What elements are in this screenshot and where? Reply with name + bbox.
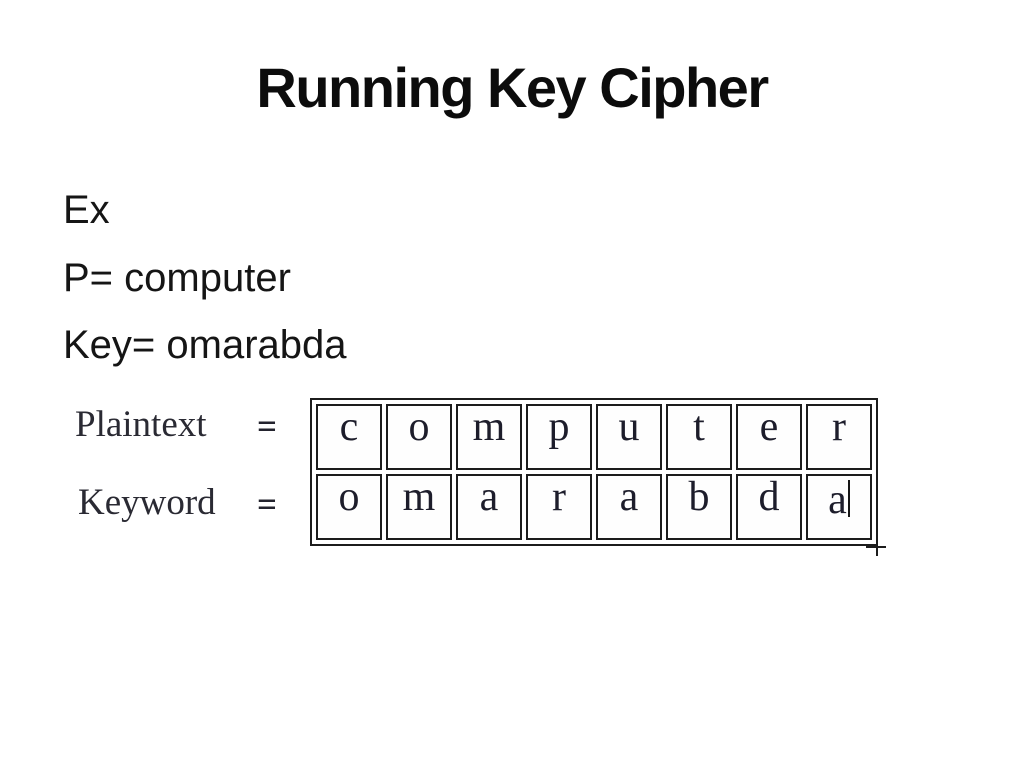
- table-cell: u: [596, 404, 662, 470]
- table-cell: t: [666, 404, 732, 470]
- cipher-figure: Plaintext = Keyword = c o m p u t e r o …: [0, 388, 960, 566]
- table-cell: e: [736, 404, 802, 470]
- cipher-letter-table: c o m p u t e r o m a r a b d a: [310, 398, 878, 546]
- table-corner-mark-vertical: [876, 538, 878, 556]
- cell-letter: p: [548, 404, 570, 450]
- table-cell: a: [596, 474, 662, 540]
- slide-title: Running Key Cipher: [256, 56, 769, 119]
- body-line-ex: Ex: [63, 188, 110, 232]
- cell-letter: a: [479, 474, 499, 520]
- table-cell: r: [526, 474, 592, 540]
- table-cell: o: [316, 474, 382, 540]
- table-cell: a: [806, 474, 872, 540]
- cell-letter: d: [758, 474, 780, 520]
- keyword-row-label: Keyword: [78, 482, 216, 523]
- cell-letter: b: [688, 474, 710, 520]
- table-cell: p: [526, 404, 592, 470]
- table-cell: d: [736, 474, 802, 540]
- cell-letter: r: [832, 404, 846, 450]
- body-line-plaintext: P= computer: [63, 256, 291, 300]
- cell-letter: o: [408, 404, 430, 450]
- plaintext-row-label: Plaintext: [75, 404, 207, 445]
- plaintext-equals-sign: =: [257, 407, 277, 446]
- cell-letter: o: [338, 474, 360, 520]
- table-cell: m: [456, 404, 522, 470]
- body-line-key: Key= omarabda: [63, 323, 347, 367]
- cell-letter: t: [693, 404, 705, 450]
- plaintext-table-row: c o m p u t e r: [316, 404, 872, 470]
- table-cell: b: [666, 474, 732, 540]
- cell-letter: a: [828, 477, 847, 523]
- table-cell: m: [386, 474, 452, 540]
- table-cell: o: [386, 404, 452, 470]
- cell-letter: a: [619, 474, 639, 520]
- cell-letter: m: [402, 474, 436, 520]
- table-cell: r: [806, 404, 872, 470]
- table-cell: a: [456, 474, 522, 540]
- cell-letter: e: [759, 404, 779, 450]
- keyword-equals-sign: =: [257, 485, 277, 524]
- cell-letter: c: [339, 404, 359, 450]
- text-cursor-caret: [847, 480, 850, 517]
- table-cell: c: [316, 404, 382, 470]
- cell-letter: u: [618, 404, 640, 450]
- cell-letter: m: [472, 404, 506, 450]
- cell-letter: r: [552, 474, 566, 520]
- keyword-table-row: o m a r a b d a: [316, 474, 872, 540]
